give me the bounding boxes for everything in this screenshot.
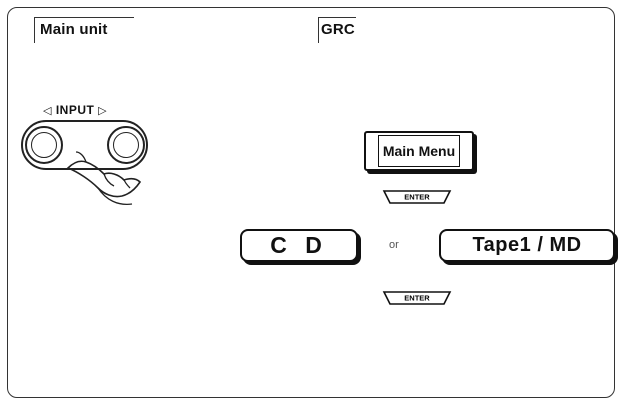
input-label-text: INPUT — [55, 103, 95, 117]
input-right-button[interactable] — [107, 126, 145, 164]
main-unit-tab-line — [34, 17, 134, 18]
enter-key-2-label: ENTER — [404, 294, 430, 303]
grc-title: GRC — [321, 21, 355, 38]
tape1-md-key[interactable]: Tape1 / MD — [439, 229, 615, 262]
diagram-frame — [7, 7, 615, 398]
grc-tab-line — [318, 17, 356, 18]
enter-key-2[interactable]: ENTER — [382, 290, 452, 308]
main-menu-key-label: Main Menu — [377, 135, 461, 167]
enter-key-1-label: ENTER — [404, 193, 430, 202]
main-unit-tab-side — [34, 17, 35, 43]
right-arrow-icon: ▷ — [98, 105, 108, 117]
main-unit-title: Main unit — [40, 21, 108, 38]
pressing-hand-icon — [66, 151, 142, 206]
input-label: ◁ INPUT ▷ — [43, 103, 107, 117]
main-menu-key[interactable]: Main Menu — [364, 131, 474, 171]
input-button-housing — [21, 120, 148, 170]
enter-key-1[interactable]: ENTER — [382, 189, 452, 207]
input-left-button[interactable] — [25, 126, 63, 164]
cd-key[interactable]: C D — [240, 229, 358, 262]
grc-tab-side — [318, 17, 319, 43]
or-text: or — [389, 239, 399, 251]
left-arrow-icon: ◁ — [43, 105, 52, 117]
